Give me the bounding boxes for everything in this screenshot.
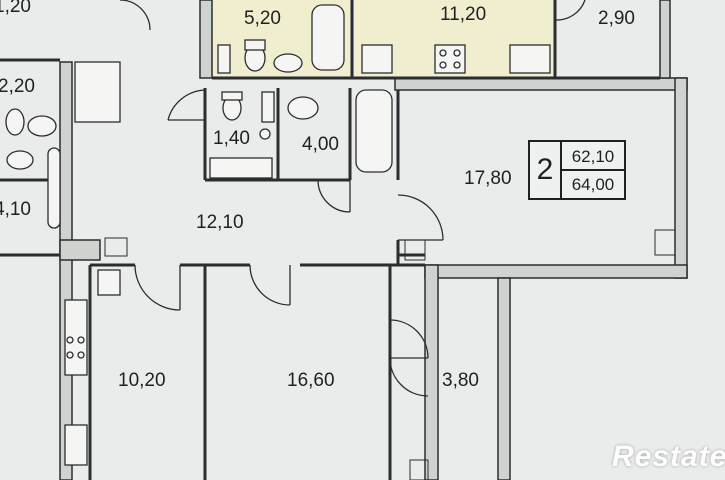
living-area-value: 62,10: [562, 142, 624, 171]
room-count: 2: [530, 142, 562, 198]
area-label-top-left: 1,20: [0, 0, 31, 17]
watermark-logo: Restate: [612, 440, 725, 473]
area-label-left-room-upper: 2,20: [0, 76, 35, 97]
area-label-bedroom: 16,60: [287, 370, 335, 391]
apartment-summary-badge: 2 62,10 64,00: [528, 140, 626, 200]
area-label-bathroom-top: 5,20: [244, 8, 281, 29]
area-label-left-room-lower: 4,10: [0, 199, 31, 220]
area-label-balcony-top: 2,90: [598, 8, 635, 29]
area-label-toilet: 1,40: [213, 128, 250, 149]
area-label-kitchen-top: 11,20: [440, 4, 486, 25]
area-label-balcony: 3,80: [442, 370, 479, 391]
area-label-kitchen: 10,20: [118, 370, 166, 391]
total-area-value: 64,00: [571, 175, 615, 194]
area-label-bathroom: 4,00: [302, 134, 339, 155]
area-label-living-room: 17,80: [464, 168, 512, 189]
area-label-hall: 12,10: [196, 212, 244, 233]
